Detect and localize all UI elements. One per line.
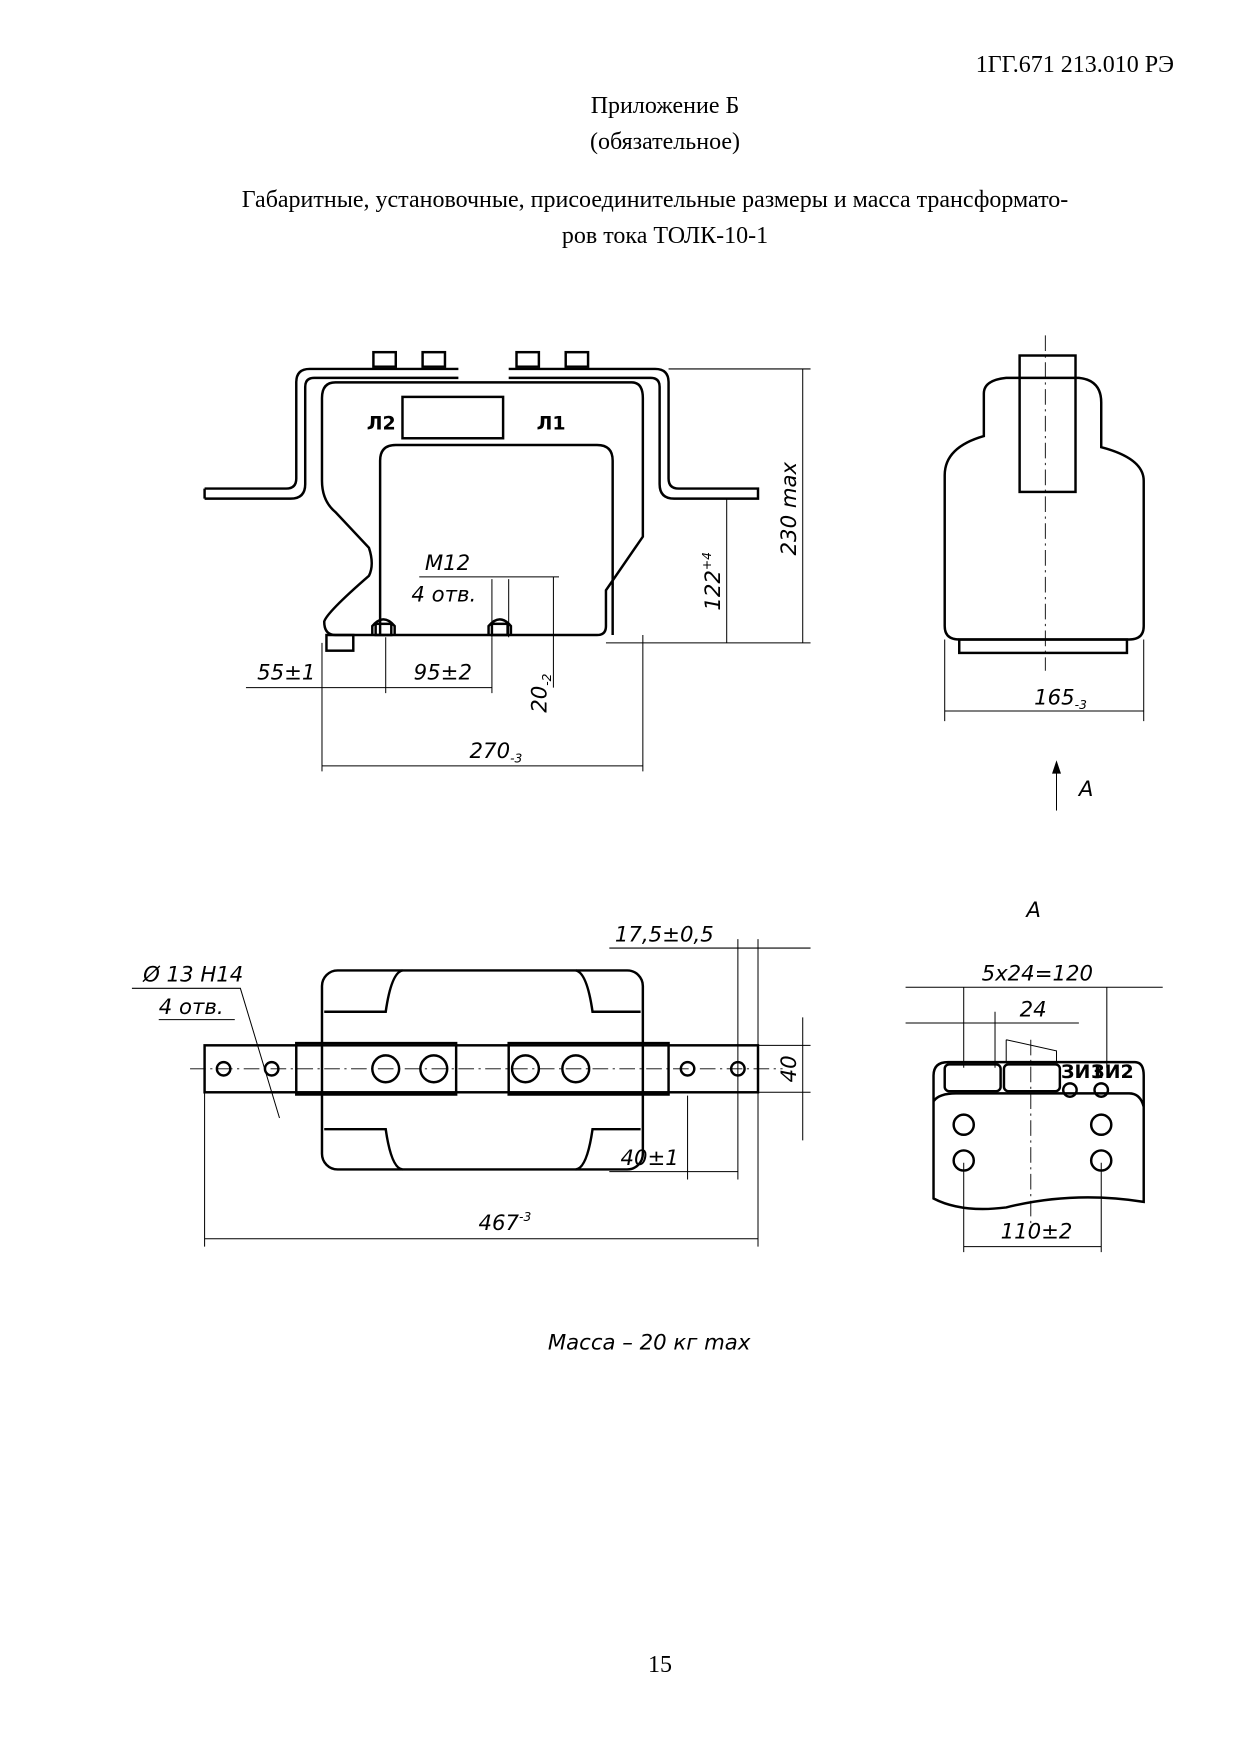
dim-230-max: 230 max <box>777 461 802 555</box>
dim-pitch: 24 <box>1020 997 1047 1022</box>
top-nuts <box>372 350 590 368</box>
top-view: Ø 13 H14 4 отв. 17,5±0,5 40 40±1 467-3 <box>131 922 811 1247</box>
thread-label: М12 <box>425 551 470 576</box>
dim-270: 270-3 <box>470 739 523 765</box>
dim-40: 40 <box>777 1055 802 1082</box>
terminal-zi2-label: ЗИ2 <box>1091 1061 1134 1083</box>
hole-count: 4 отв. <box>159 995 224 1020</box>
left-clamp <box>295 1041 458 1096</box>
top-body <box>320 969 645 1171</box>
dim-165: 165-3 <box>1034 685 1087 711</box>
nameplate <box>401 395 505 440</box>
page-number: 15 <box>648 1652 672 1678</box>
dim-467: 467-3 <box>479 1210 532 1236</box>
appendix-title: Приложение Б <box>590 93 740 119</box>
side-terminals <box>958 638 1129 655</box>
document-code: 1ГГ.671 213.010 РЭ <box>975 52 1174 78</box>
dim-17-5: 17,5±0,5 <box>615 922 714 947</box>
dim-95: 95±2 <box>414 661 472 686</box>
terminal-l1-label: Л1 <box>537 412 566 434</box>
caption-line-2: ров тока ТОЛК-10-1 <box>561 223 769 249</box>
caption-line-1: Габаритные, установочные, присоединитель… <box>241 187 1069 213</box>
bottom-bolts <box>325 618 513 652</box>
transformer-body <box>320 381 645 637</box>
view-a-body <box>932 1060 1145 1211</box>
view-a-bolts <box>952 1113 1113 1172</box>
terminal-zi1-label: ЗИ1 <box>1061 1061 1104 1083</box>
window-opening <box>378 443 614 636</box>
dim-110: 110±2 <box>1001 1220 1073 1245</box>
dim-20: 20-2 <box>528 673 554 712</box>
dim-pitch-total: 5х24=120 <box>982 961 1093 986</box>
terminal-l2-label: Л2 <box>367 412 396 434</box>
side-busbar <box>1018 354 1077 494</box>
mounting-bracket <box>203 367 760 500</box>
dim-55: 55±1 <box>257 661 315 686</box>
view-a-arrow-label: А <box>1077 777 1094 802</box>
dim-122: 122+4 <box>700 552 726 611</box>
appendix-status: (обязательное) <box>590 129 740 155</box>
thread-count: 4 отв. <box>411 582 476 607</box>
mass-note: Масса – 20 кг max <box>548 1330 751 1355</box>
dim-40-1: 40±1 <box>620 1146 678 1171</box>
side-view: 165-3 А <box>943 335 1145 811</box>
hole-label: Ø 13 H14 <box>142 963 243 988</box>
view-a: А ЗИ1 ЗИ2 5х24=120 24 110±2 <box>905 898 1163 1253</box>
view-a-title: А <box>1024 898 1041 923</box>
front-view: Л2 Л1 230 max 122+4 М12 4 отв. 55±1 95±2… <box>203 350 811 772</box>
side-body <box>943 376 1145 641</box>
